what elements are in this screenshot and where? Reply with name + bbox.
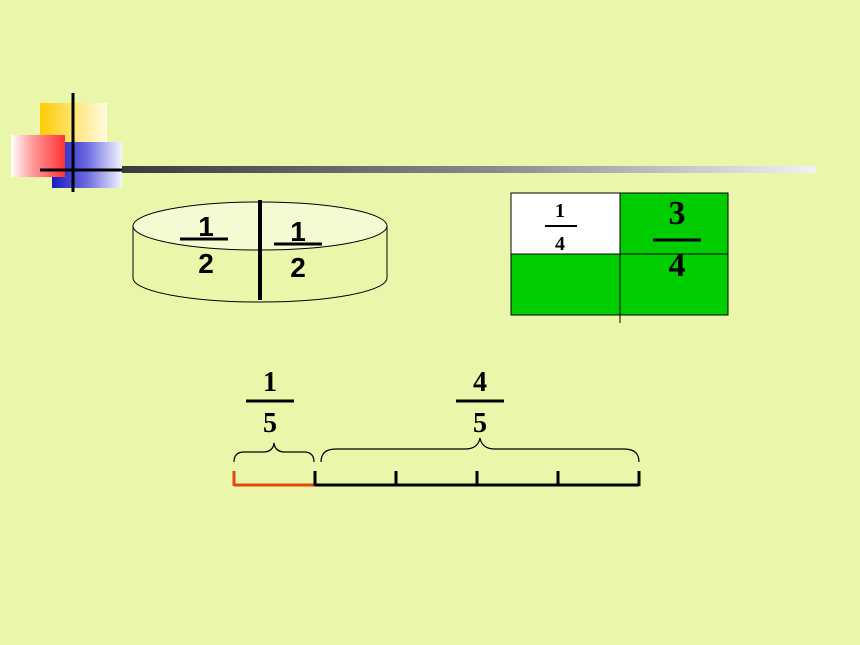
fraction-four-fifths-numerator: 4 [473,367,487,398]
decor-gradient-bar [122,166,816,173]
corner-decoration [11,93,816,192]
fraction-one-quarter: 1 4 [545,200,577,255]
fraction-left-half: 1 2 [180,211,228,279]
fraction-three-quarters-numerator: 3 [669,195,686,232]
fraction-right-half: 1 2 [274,216,322,283]
fraction-three-quarters-denominator: 4 [669,247,686,284]
fraction-quarter-denominator: 4 [555,233,565,255]
fraction-one-fifth: 1 5 [246,367,294,439]
fraction-fifth-denominator: 5 [263,408,277,439]
fraction-four-fifths: 4 5 [456,367,504,439]
fraction-four-fifths-denominator: 5 [473,408,487,439]
fraction-left-numerator: 1 [198,211,214,242]
fraction-quarter-numerator: 1 [555,200,565,222]
cylinder-diagram: 1 2 1 2 [132,200,388,303]
brace-four-fifths [320,437,640,463]
brace-one-fifth [233,442,315,463]
fraction-right-denominator: 2 [290,252,306,283]
fraction-right-numerator: 1 [290,216,306,247]
grid-white-cell [510,192,621,255]
quarter-grid: 1 4 3 4 [510,192,729,323]
fraction-fifth-numerator: 1 [263,367,277,398]
number-line [232,471,641,487]
fraction-three-quarters: 3 4 [653,195,701,284]
number-line-diagram: 1 5 4 5 [232,367,641,487]
fraction-left-denominator: 2 [198,248,214,279]
